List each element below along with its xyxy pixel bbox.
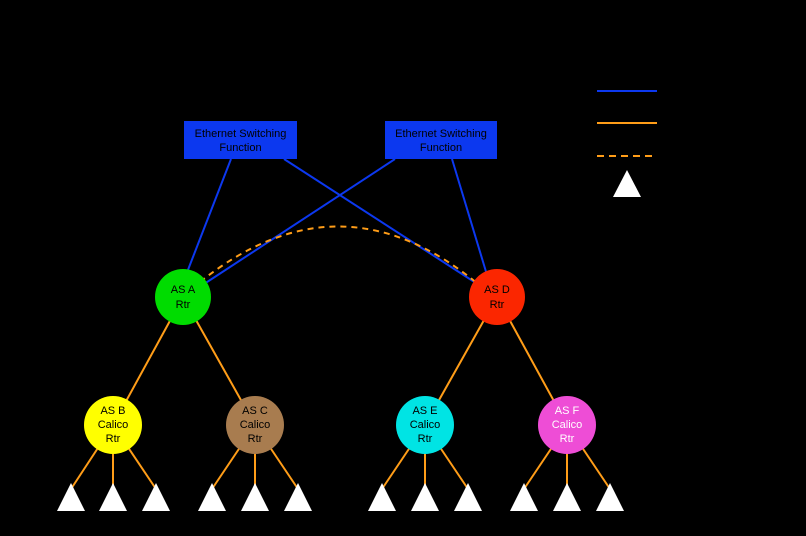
- router-label: Calico: [552, 419, 583, 431]
- host-triangle: [454, 483, 482, 511]
- router-label: Rtr: [490, 299, 505, 311]
- router-label: Calico: [98, 419, 129, 431]
- host-triangle: [241, 483, 269, 511]
- switch-link-edge: [200, 158, 396, 287]
- router-node-as-a: AS A Rtr: [155, 269, 211, 325]
- router-label: AS B: [100, 405, 125, 417]
- host-triangle: [284, 483, 312, 511]
- router-label: Rtr: [560, 433, 575, 445]
- router-label: Calico: [410, 419, 441, 431]
- router-label: Rtr: [106, 433, 121, 445]
- legend: [597, 90, 657, 197]
- router-circle-as-d: [469, 269, 525, 325]
- router-label: AS D: [484, 284, 510, 296]
- host-triangle: [368, 483, 396, 511]
- host-triangle: [198, 483, 226, 511]
- router-node-as-d: AS D Rtr: [469, 269, 525, 325]
- router-label: Rtr: [418, 433, 433, 445]
- router-circle-as-c: [226, 396, 284, 454]
- router-label: AS F: [555, 405, 580, 417]
- switch-label: Ethernet Switching: [195, 128, 287, 140]
- tunnel-dashed-edge: [199, 225, 479, 285]
- router-label: Calico: [240, 419, 271, 431]
- switch-box-esf-2: [385, 121, 497, 159]
- switch-link-edge: [451, 158, 488, 276]
- host-triangle: [596, 483, 624, 511]
- host-triangle: [553, 483, 581, 511]
- router-label: AS A: [171, 284, 196, 296]
- router-label: Rtr: [248, 433, 263, 445]
- router-circle-as-a: [155, 269, 211, 325]
- switch-label: Function: [420, 142, 462, 154]
- host-triangle: [510, 483, 538, 511]
- router-label: AS C: [242, 405, 268, 417]
- host-triangle: [411, 483, 439, 511]
- switch-label: Function: [219, 142, 261, 154]
- switch-box-esf-1: [184, 121, 297, 159]
- router-circle-as-e: [396, 396, 454, 454]
- switch-label: Ethernet Switching: [395, 128, 487, 140]
- router-label: AS E: [412, 405, 437, 417]
- switch-link-edge: [283, 158, 480, 286]
- host-triangle: [57, 483, 85, 511]
- router-label: Rtr: [176, 299, 191, 311]
- host-triangle: [99, 483, 127, 511]
- legend-host-triangle: [613, 170, 641, 197]
- router-circle-as-f: [538, 396, 596, 454]
- host-triangle: [142, 483, 170, 511]
- router-circle-as-b: [84, 396, 142, 454]
- switch-link-edge: [185, 158, 232, 276]
